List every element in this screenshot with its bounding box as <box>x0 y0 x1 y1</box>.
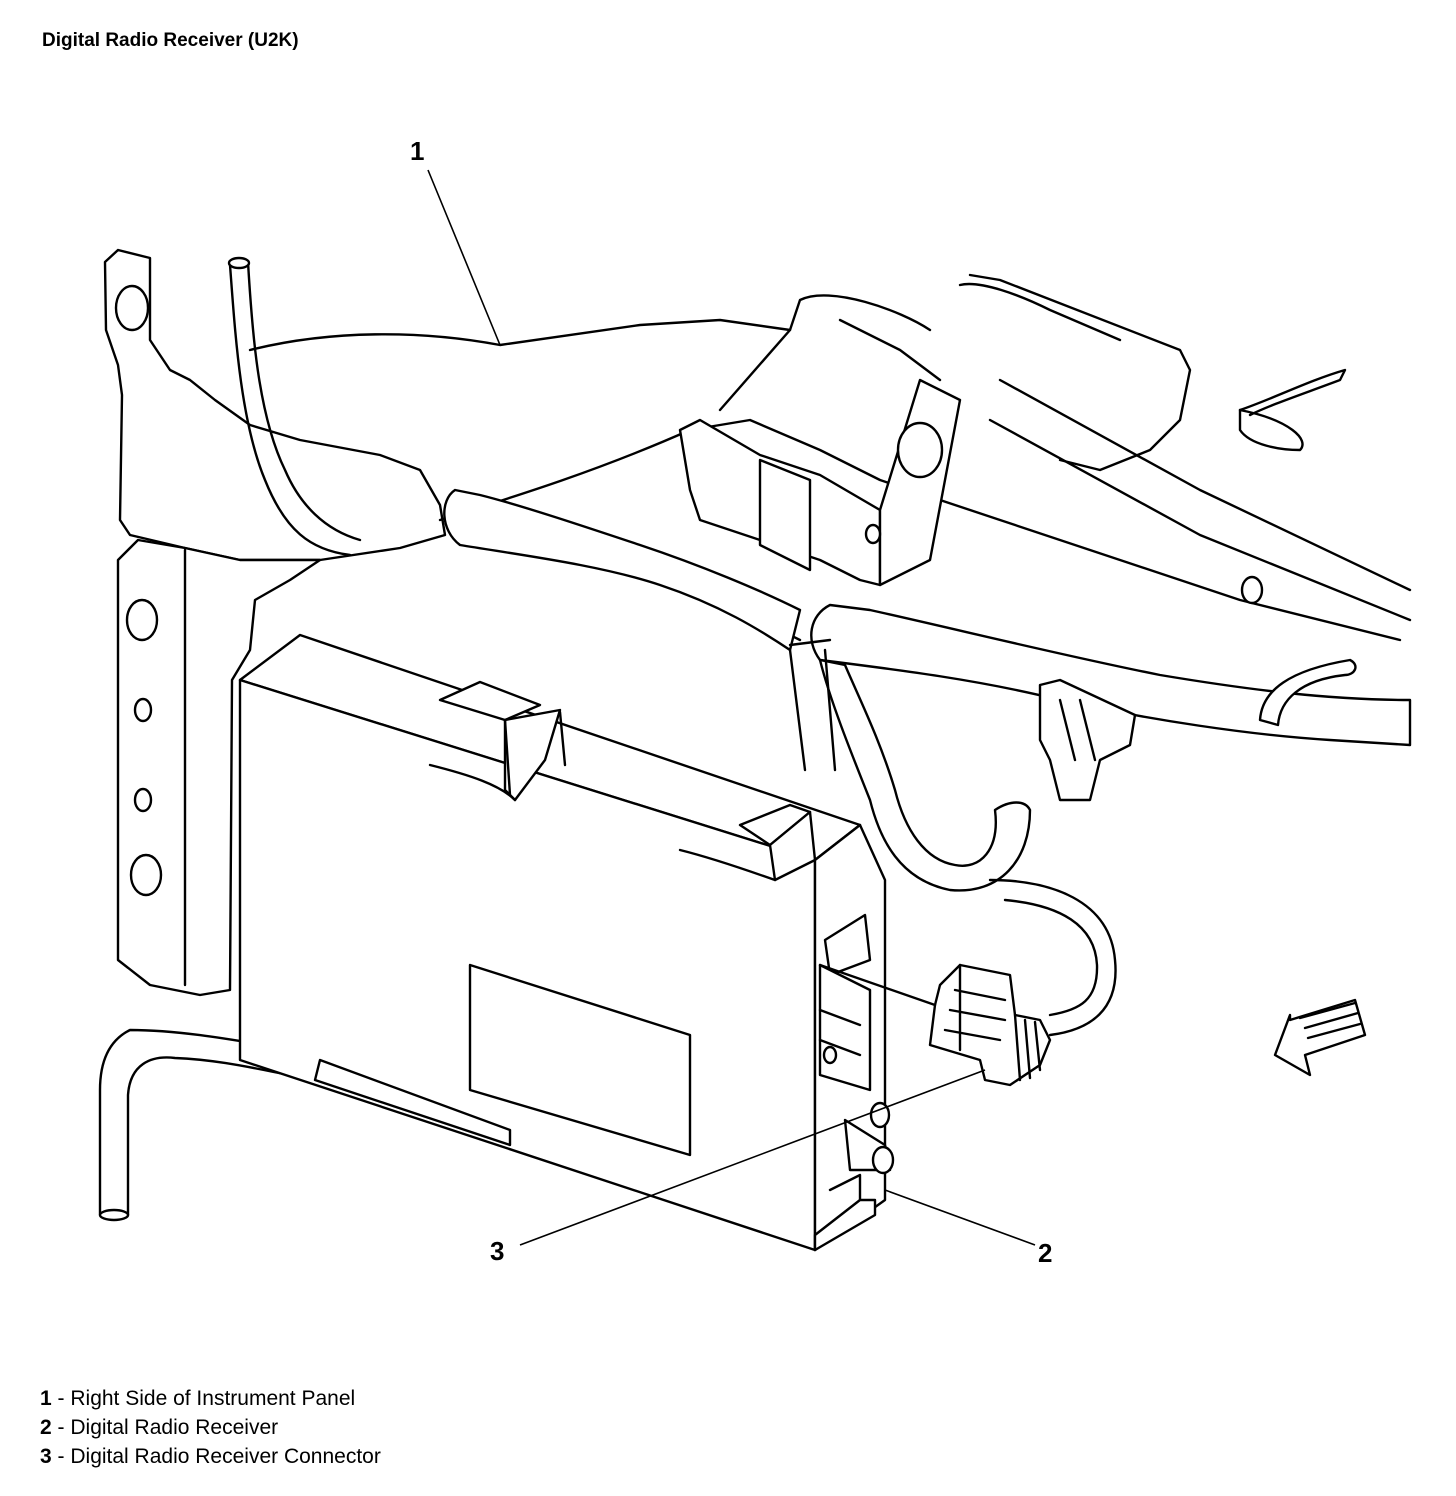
legend-number: 3 <box>40 1445 52 1468</box>
legend-text: Right Side of Instrument Panel <box>70 1387 356 1410</box>
legend-text: Digital Radio Receiver <box>70 1416 279 1439</box>
instrument-panel-side-bracket <box>103 248 447 997</box>
digital-radio-receiver-module <box>238 633 895 1252</box>
legend-text: Digital Radio Receiver Connector <box>70 1445 381 1468</box>
legend-separator: - <box>51 1416 71 1439</box>
instrument-panel-beam <box>248 273 1412 642</box>
legend-item: 1 - Right Side of Instrument Panel <box>40 1384 381 1413</box>
callout-1: 1 <box>410 136 424 166</box>
diagram-title: Digital Radio Receiver (U2K) <box>42 30 299 51</box>
legend-item: 3 - Digital Radio Receiver Connector <box>40 1442 381 1471</box>
front-direction-arrow-icon <box>1273 998 1367 1077</box>
legend-number: 1 <box>40 1387 52 1410</box>
legend-item: 2 - Digital Radio Receiver <box>40 1413 381 1442</box>
leader-lines <box>427 169 1036 1246</box>
legend: 1 - Right Side of Instrument Panel 2 - D… <box>40 1384 381 1471</box>
legend-separator: - <box>51 1387 71 1410</box>
wiring-harness <box>443 488 1412 1037</box>
legend-separator: - <box>51 1445 71 1468</box>
callout-2: 2 <box>1038 1238 1052 1268</box>
legend-number: 2 <box>40 1416 52 1439</box>
digital-radio-receiver-connector <box>818 963 1052 1087</box>
callout-3: 3 <box>490 1236 504 1266</box>
